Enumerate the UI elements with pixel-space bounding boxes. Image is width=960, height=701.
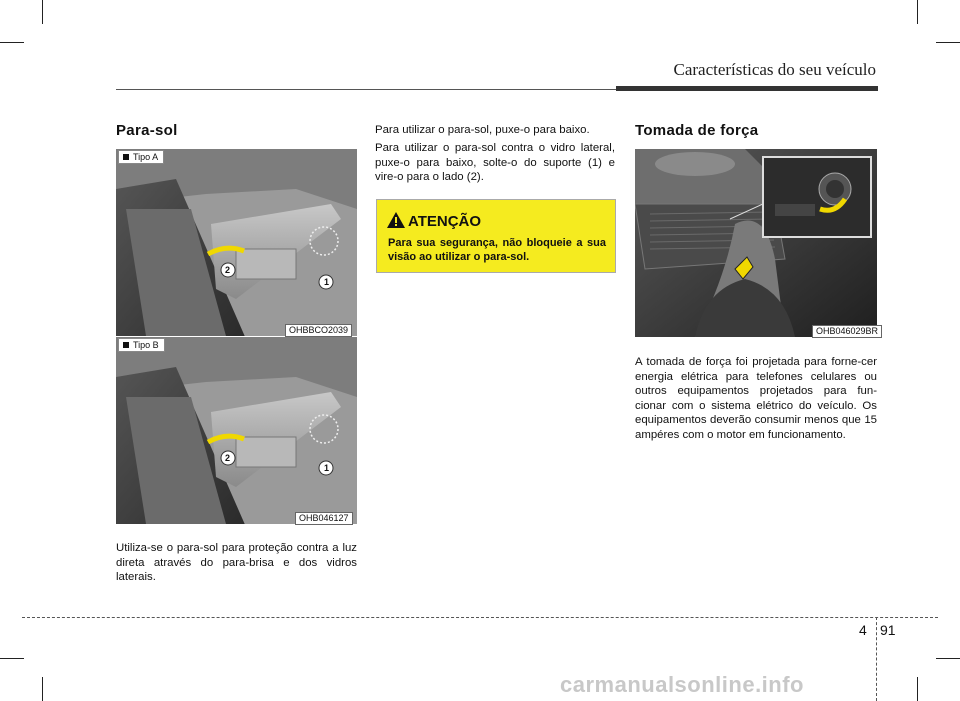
crop-mark <box>0 658 24 659</box>
image-code-a: OHBBCO2039 <box>285 324 353 337</box>
section-title-power-outlet: Tomada de força <box>635 122 759 139</box>
crop-mark <box>936 658 960 659</box>
crop-mark <box>917 0 918 24</box>
section-title-sunvisor: Para-sol <box>116 122 178 139</box>
image-code-outlet: OHB046029BR <box>812 325 883 338</box>
bullet-square-icon <box>123 154 129 160</box>
power-outlet-illustration <box>635 149 877 337</box>
warning-text: Para sua segurança, não bloqueie a sua v… <box>388 237 606 263</box>
power-outlet-description: A tomada de força foi projetada para for… <box>635 356 877 441</box>
crop-mark <box>0 42 24 43</box>
warning-triangle-icon <box>387 212 405 228</box>
header-rule <box>116 89 616 90</box>
sunvisor-illustration-b <box>116 337 357 524</box>
label-type-b: Tipo B <box>118 338 165 352</box>
label-type-a: Tipo A <box>118 150 165 164</box>
callout-1-b: 1 <box>324 463 330 473</box>
power-outlet-image <box>635 149 877 337</box>
sunvisor-description: Utiliza-se o para-sol para proteção cont… <box>116 542 357 584</box>
page-section-number: 4 <box>859 622 867 638</box>
crop-mark <box>936 42 960 43</box>
callout-2-b: 2 <box>225 453 231 463</box>
callout-2-a: 2 <box>225 265 231 275</box>
header-bar <box>616 86 878 91</box>
page-number: 91 <box>880 622 896 638</box>
sunvisor-image-type-b <box>116 337 357 524</box>
warning-box: ATENÇÃO Para sua segurança, não bloqueie… <box>376 199 616 273</box>
callout-1-a: 1 <box>324 277 330 287</box>
warning-title: ATENÇÃO <box>408 213 482 230</box>
sunvisor-image-type-a <box>116 149 357 336</box>
sunvisor-instruction-1: Para utilizar o para-sol, puxe-o para ba… <box>375 124 590 136</box>
crop-mark <box>42 677 43 701</box>
footer-divider <box>876 617 878 701</box>
crop-mark <box>917 677 918 701</box>
crop-mark <box>42 0 43 24</box>
footer-rule <box>22 617 938 618</box>
label-type-b-text: Tipo B <box>133 340 159 350</box>
label-type-a-text: Tipo A <box>133 152 159 162</box>
header-title: Características do seu veículo <box>673 60 876 79</box>
watermark: carmanualsonline.info <box>560 672 804 697</box>
sunvisor-instruction-2: Para utilizar o para-sol contra o vidro … <box>375 142 615 184</box>
bullet-square-icon <box>123 342 129 348</box>
image-code-b: OHB046127 <box>295 512 353 525</box>
sunvisor-illustration-a <box>116 149 357 336</box>
